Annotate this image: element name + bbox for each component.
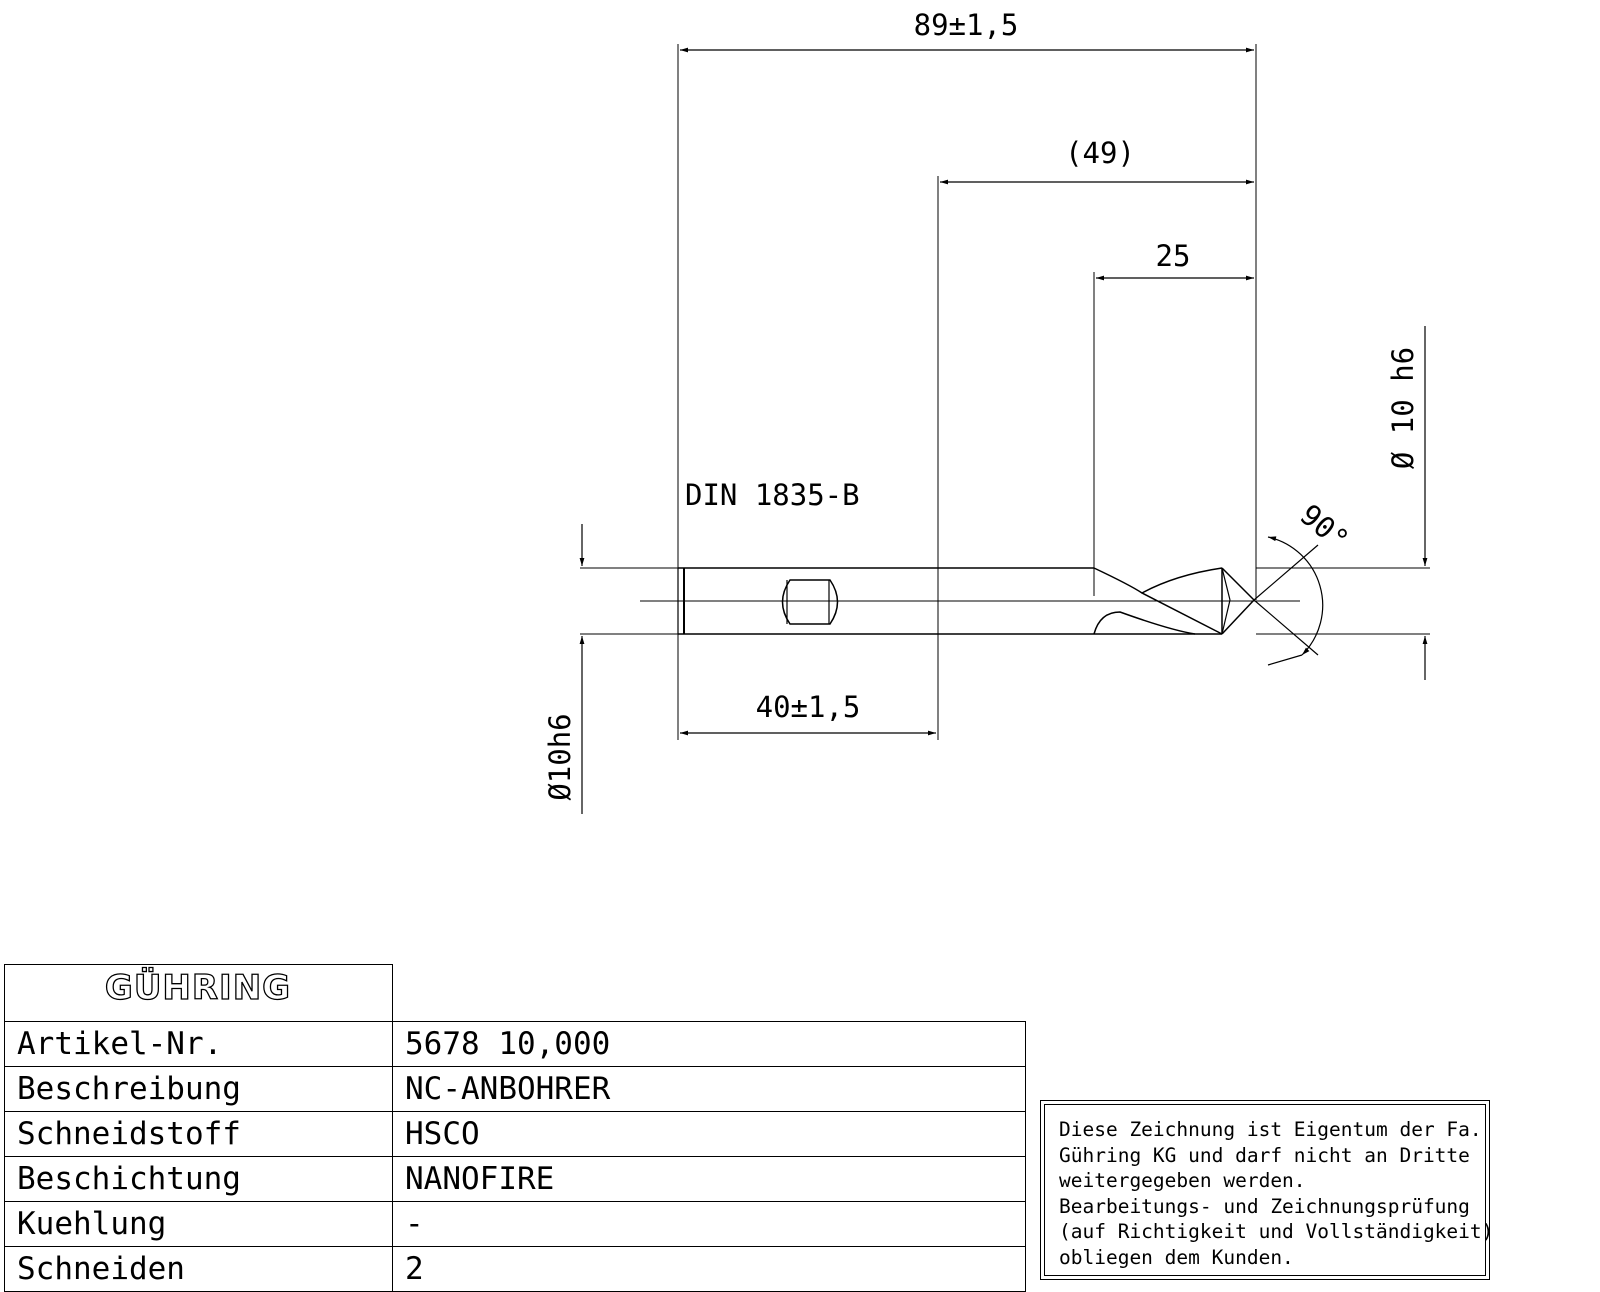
dim-clamp-length: 40±1,5 xyxy=(756,690,861,724)
extension-lines xyxy=(580,44,1430,740)
row-value-schneidstoff: HSCO xyxy=(392,1111,1026,1157)
dim-body-diameter: Ø 10 h6 xyxy=(1386,347,1420,469)
dim-overall-length: 89±1,5 xyxy=(914,8,1019,42)
table-row: Artikel-Nr. 5678 10,000 xyxy=(4,1021,1026,1067)
logo-cell: GÜHRING xyxy=(4,964,393,1022)
notice-line: Bearbeitungs- und Zeichnungsprüfung xyxy=(1059,1194,1470,1218)
table-row: Beschichtung NANOFIRE xyxy=(4,1156,1026,1202)
row-label-beschreibung: Beschreibung xyxy=(4,1066,393,1112)
notice-line: obliegen dem Kunden. xyxy=(1059,1245,1294,1269)
dim-flute-length: 25 xyxy=(1156,239,1191,273)
dim-shank-length: (49) xyxy=(1065,136,1135,170)
table-row: Schneiden 2 xyxy=(4,1246,1026,1292)
row-label-kuehlung: Kuehlung xyxy=(4,1201,393,1247)
copyright-notice-text: Diese Zeichnung ist Eigentum der Fa. Güh… xyxy=(1044,1104,1494,1276)
notice-line: (auf Richtigkeit und Vollständigkeit) xyxy=(1059,1220,1494,1243)
drill-outline xyxy=(677,567,1255,635)
row-value-beschichtung: NANOFIRE xyxy=(392,1156,1026,1202)
title-block: GÜHRING Artikel-Nr. 5678 10,000 Beschrei… xyxy=(4,964,1026,1292)
row-label-artikel-nr: Artikel-Nr. xyxy=(4,1021,393,1067)
row-value-kuehlung: - xyxy=(392,1201,1026,1247)
row-value-artikel-nr: 5678 10,000 xyxy=(392,1021,1026,1067)
row-value-schneiden: 2 xyxy=(392,1246,1026,1292)
title-block-logo-row: GÜHRING xyxy=(4,964,1026,1022)
guehring-logo: GÜHRING xyxy=(104,966,291,1008)
notice-line: Gühring KG und darf nicht an Dritte xyxy=(1059,1143,1470,1167)
row-label-schneiden: Schneiden xyxy=(4,1246,393,1292)
dim-angle-tip xyxy=(1253,536,1324,666)
dim-tip-angle: 90° xyxy=(1293,497,1355,557)
notice-line: Diese Zeichnung ist Eigentum der Fa. xyxy=(1059,1118,1482,1141)
table-row: Schneidstoff HSCO xyxy=(4,1111,1026,1157)
table-row: Beschreibung NC-ANBOHRER xyxy=(4,1066,1026,1112)
row-label-schneidstoff: Schneidstoff xyxy=(4,1111,393,1157)
table-row: Kuehlung - xyxy=(4,1201,1026,1247)
row-label-beschichtung: Beschichtung xyxy=(4,1156,393,1202)
copyright-notice: Diese Zeichnung ist Eigentum der Fa. Güh… xyxy=(1040,1100,1494,1280)
svg-text:GÜHRING: GÜHRING xyxy=(105,967,291,1008)
dim-shank-diameter: Ø10h6 xyxy=(543,713,577,800)
logo-row-empty-cell xyxy=(392,964,1026,1022)
row-value-beschreibung: NC-ANBOHRER xyxy=(392,1066,1026,1112)
notice-line: weitergegeben werden. xyxy=(1059,1169,1306,1192)
shank-standard-label: DIN 1835-B xyxy=(685,478,860,512)
